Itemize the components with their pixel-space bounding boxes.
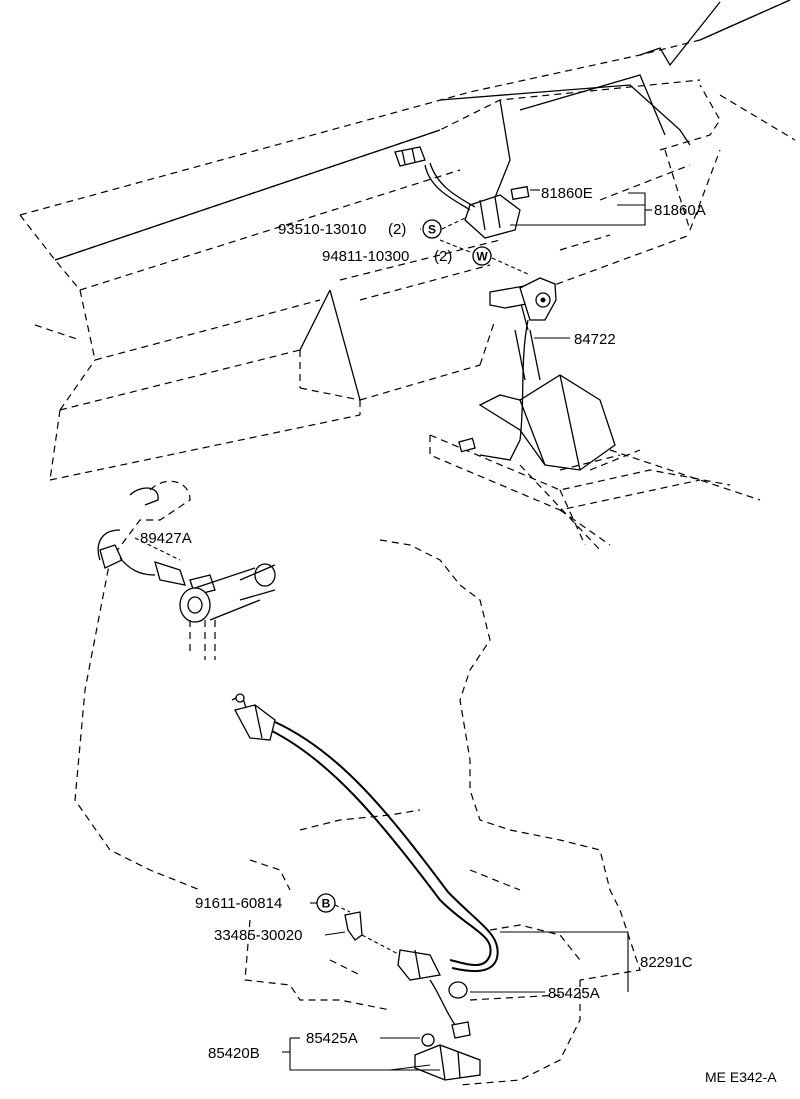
label-85425A-upper: 85425A (548, 985, 600, 1002)
symbol-b: B (316, 893, 336, 913)
figure-code: ME E342-A (705, 1069, 777, 1085)
label-89427A: 89427A (140, 530, 192, 547)
label-94811-qty: (2) (434, 248, 452, 265)
label-94811-10300: 94811-10300 (322, 248, 409, 265)
label-91611-60814: 91611-60814 (195, 895, 282, 912)
label-81860A: 81860A (654, 202, 706, 219)
label-81860E: 81860E (541, 185, 593, 202)
symbol-s: S (422, 219, 442, 239)
label-84722: 84722 (574, 331, 616, 348)
label-33485-30020: 33485-30020 (214, 927, 302, 944)
symbol-b-label: B (322, 897, 331, 911)
label-93510-13010: 93510-13010 (278, 221, 366, 238)
label-85425A-lower: 85425A (306, 1030, 358, 1047)
label-82291C: 82291C (640, 954, 693, 971)
symbol-s-label: S (428, 223, 436, 237)
label-85420B: 85420B (208, 1045, 260, 1062)
transmission-drawing (74, 480, 641, 1086)
leader-lines (134, 189, 652, 1071)
symbol-w-label: W (476, 250, 488, 264)
label-93510-qty: (2) (388, 221, 406, 238)
symbol-w: W (472, 246, 492, 266)
dashboard-drawing (19, 0, 796, 551)
